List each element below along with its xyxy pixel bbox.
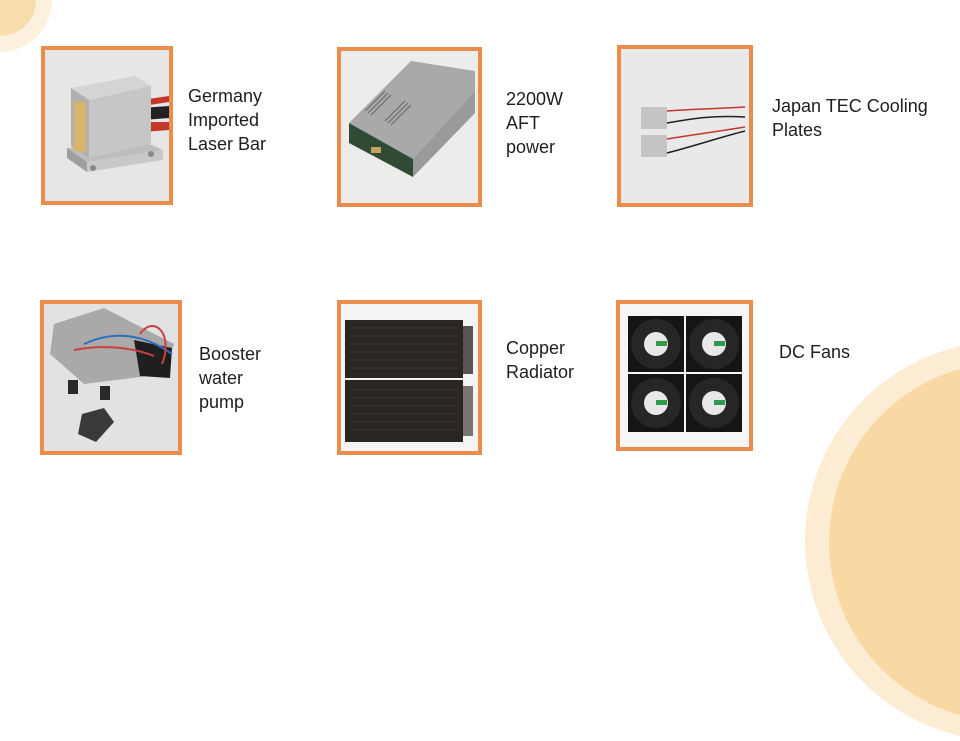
label-line: Germany: [188, 86, 263, 106]
tec-plates-icon: [621, 49, 749, 203]
tec-cooling-plates-photo: [617, 45, 753, 207]
laser-bar-label: Germany Imported Laser Bar: [188, 84, 266, 156]
laser-bar-icon: [45, 50, 169, 201]
label-line: Laser Bar: [188, 134, 267, 154]
dc-fans-label: DC Fans: [779, 340, 850, 364]
power-supply-label: 2200W AFT power: [506, 87, 563, 159]
radiator-icon: [341, 304, 478, 451]
power-supply-icon: [341, 51, 478, 203]
label-line: Booster: [199, 344, 262, 364]
water-pump-label: Booster water pump: [199, 342, 261, 414]
label-line: AFT: [506, 113, 540, 133]
tec-plates-label: Japan TEC Cooling Plates: [772, 94, 928, 142]
label-line: Imported: [188, 110, 260, 130]
dc-fans-icon: [620, 304, 749, 447]
dc-fans-photo: [616, 300, 753, 451]
power-supply-photo: [337, 47, 482, 207]
copper-radiator-photo: [337, 300, 482, 455]
laser-bar-photo: [41, 46, 173, 205]
label-line: Plates: [772, 120, 823, 140]
water-pump-icon: [44, 304, 178, 451]
label-line: pump: [199, 392, 245, 412]
label-line: DC Fans: [779, 342, 851, 362]
label-line: 2200W: [506, 89, 564, 109]
label-line: Japan TEC Cooling: [772, 96, 928, 116]
label-line: Radiator: [506, 362, 575, 382]
label-line: Copper: [506, 338, 566, 358]
radiator-label: Copper Radiator: [506, 336, 574, 384]
label-line: power: [506, 137, 556, 157]
label-line: water: [199, 368, 244, 388]
booster-water-pump-photo: [40, 300, 182, 455]
